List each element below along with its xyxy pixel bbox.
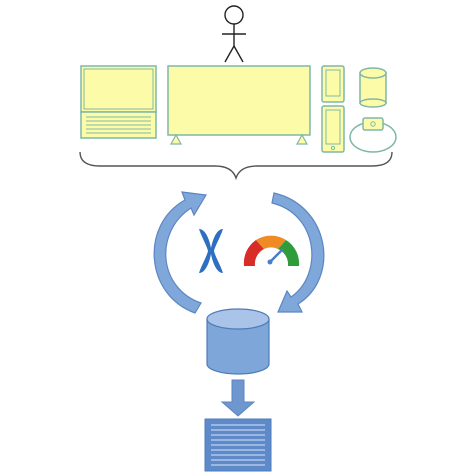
- smart-speaker-icon: [359, 67, 387, 108]
- down-arrow-icon: [220, 379, 256, 417]
- gauge-needle: [267, 248, 284, 265]
- database-cylinder-icon: [206, 308, 270, 375]
- speedometer-gauge-icon: [243, 235, 300, 266]
- chromosome-icon: [199, 229, 223, 273]
- tablet-icon: [321, 105, 345, 153]
- smartwatch-icon: [349, 117, 397, 153]
- cycle-arrow-right: [271, 192, 325, 313]
- laptop-icon: [80, 65, 157, 139]
- curly-brace-icon: [79, 151, 393, 181]
- cycle-arrows-icon: [153, 191, 325, 314]
- keyboard-keys: [86, 116, 151, 134]
- server-rack-lines: [211, 424, 265, 466]
- tv-monitor-icon: [167, 65, 311, 145]
- user-stick-figure-icon: [222, 5, 246, 63]
- smartphone-icon: [321, 65, 345, 103]
- server-rack-icon: [204, 418, 272, 472]
- cycle-arrow-left: [153, 191, 207, 314]
